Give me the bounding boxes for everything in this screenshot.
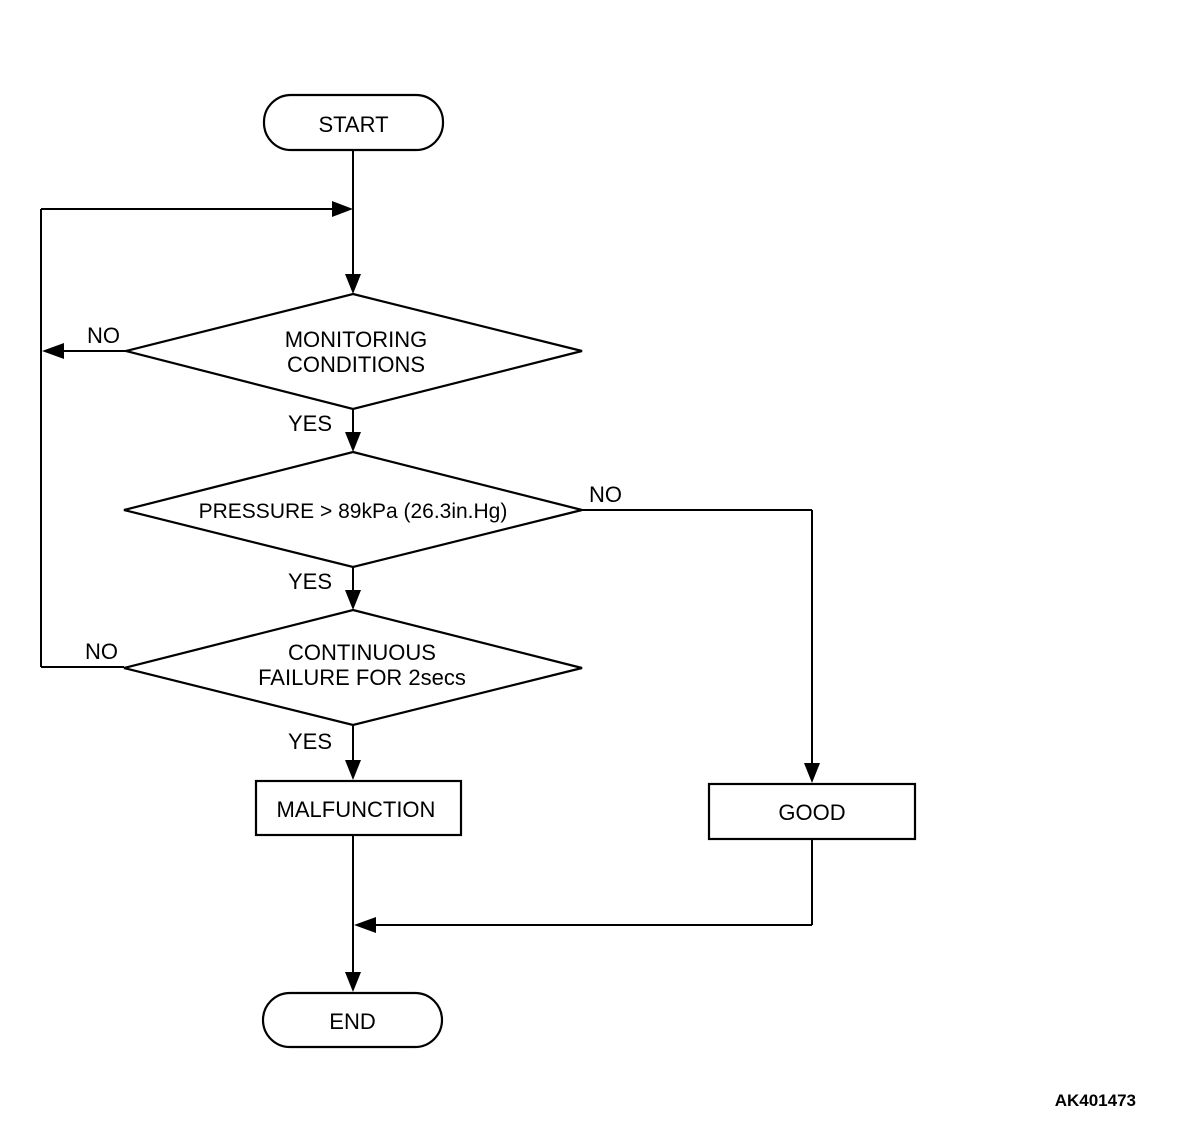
arrowhead-good-merge bbox=[354, 917, 376, 933]
pressure-label: PRESSURE > 89kPa (26.3in.Hg) bbox=[199, 500, 508, 523]
arrowhead-into-pressure bbox=[345, 432, 361, 452]
arrowhead-into-malfunction bbox=[345, 760, 361, 780]
start-label: START bbox=[318, 112, 388, 137]
pressure-no-label: NO bbox=[589, 482, 622, 507]
arrowhead-into-end bbox=[345, 972, 361, 992]
continuous-failure-label-line1: CONTINUOUS bbox=[288, 640, 436, 665]
arrowhead-into-continuous bbox=[345, 590, 361, 610]
monitoring-conditions-label-line1: MONITORING bbox=[285, 327, 428, 352]
continuous-failure-label-line2: FAILURE FOR 2secs bbox=[258, 665, 466, 690]
continuous-no-label: NO bbox=[85, 639, 118, 664]
monitoring-conditions-label-line2: CONDITIONS bbox=[287, 352, 425, 377]
continuous-yes-label: YES bbox=[288, 729, 332, 754]
pressure-yes-label: YES bbox=[288, 569, 332, 594]
monitoring-yes-label: YES bbox=[288, 411, 332, 436]
good-label: GOOD bbox=[778, 800, 845, 825]
monitoring-no-label: NO bbox=[87, 323, 120, 348]
figure-code: AK401473 bbox=[1055, 1091, 1136, 1110]
arrowhead-monitoring-no bbox=[42, 343, 64, 359]
end-terminator bbox=[261, 991, 444, 1049]
end-label: END bbox=[329, 1009, 375, 1034]
malfunction-box bbox=[254, 779, 463, 837]
good-box bbox=[707, 782, 917, 841]
arrowhead-loop-back-merge bbox=[332, 201, 353, 217]
arrowhead-into-monitoring bbox=[345, 274, 361, 294]
arrowhead-into-good bbox=[804, 763, 820, 783]
malfunction-label: MALFUNCTION bbox=[277, 797, 436, 822]
